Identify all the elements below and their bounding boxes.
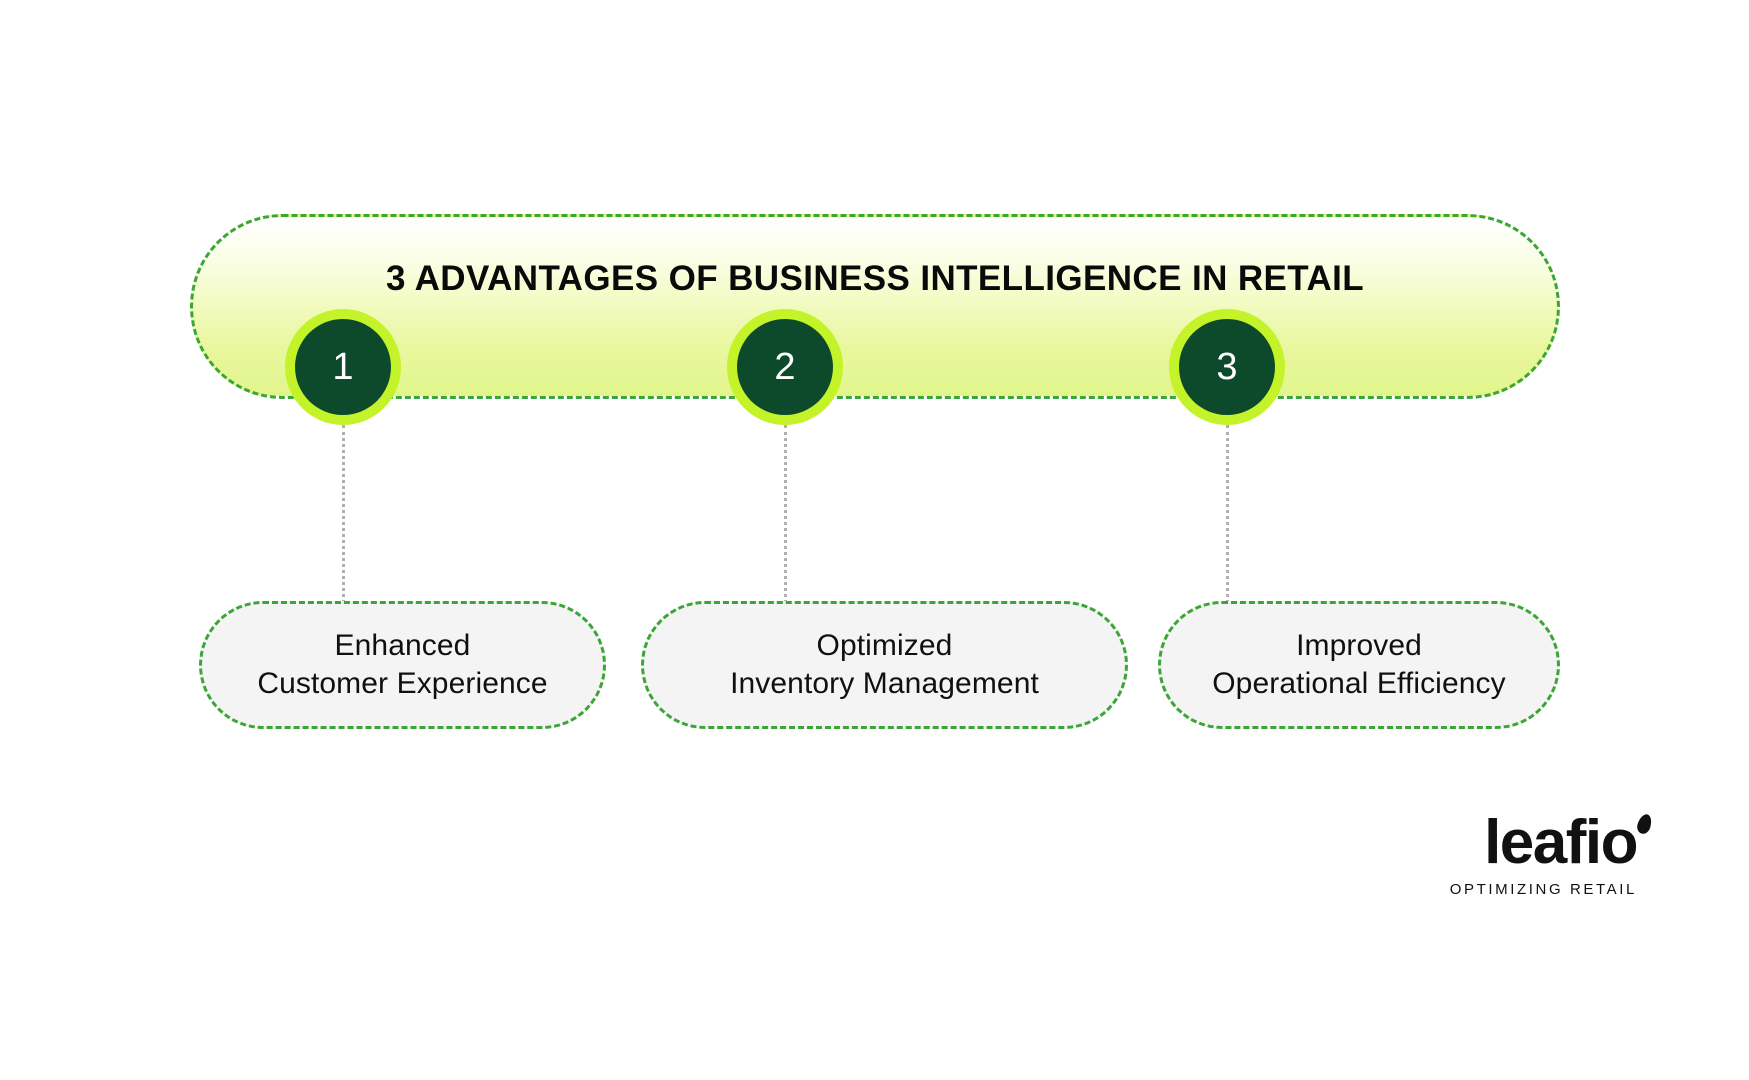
brand-wordmark: leafio [1484, 812, 1654, 874]
connector-line-3 [1226, 425, 1229, 603]
brand-tagline: OPTIMIZING RETAIL [1449, 881, 1637, 898]
benefit-card-2-line2: Inventory Management [730, 667, 1039, 700]
benefit-card-3-line1: Improved [1296, 628, 1422, 662]
title-banner: 3 ADVANTAGES OF BUSINESS INTELLIGENCE IN… [190, 214, 1560, 399]
step-circle-3[interactable]: 3 [1169, 309, 1285, 425]
benefit-card-1[interactable]: Enhanced Customer Experience [199, 601, 606, 729]
benefit-card-1-line2: Customer Experience [257, 667, 548, 700]
page-title: 3 ADVANTAGES OF BUSINESS INTELLIGENCE IN… [385, 259, 1365, 298]
connector-line-1 [342, 425, 345, 603]
brand-logo: leafio OPTIMIZING RETAIL [1449, 812, 1654, 898]
step-circle-disc-3: 3 [1179, 319, 1275, 415]
step-number-3: 3 [1216, 346, 1238, 388]
step-circle-disc-1: 1 [295, 319, 391, 415]
benefit-card-3-line2: Operational Efficiency [1212, 667, 1506, 700]
step-number-1: 1 [332, 346, 354, 388]
benefit-card-2-line1: Optimized [816, 628, 953, 662]
benefit-card-2[interactable]: Optimized Inventory Management [641, 601, 1128, 729]
step-number-2: 2 [774, 346, 796, 388]
step-circle-1[interactable]: 1 [285, 309, 401, 425]
connector-line-2 [784, 425, 787, 603]
step-circle-disc-2: 2 [737, 319, 833, 415]
benefit-card-1-line1: Enhanced [334, 628, 471, 662]
benefit-card-3[interactable]: Improved Operational Efficiency [1158, 601, 1560, 729]
leaf-accent-icon [1635, 812, 1654, 836]
step-circle-2[interactable]: 2 [727, 309, 843, 425]
